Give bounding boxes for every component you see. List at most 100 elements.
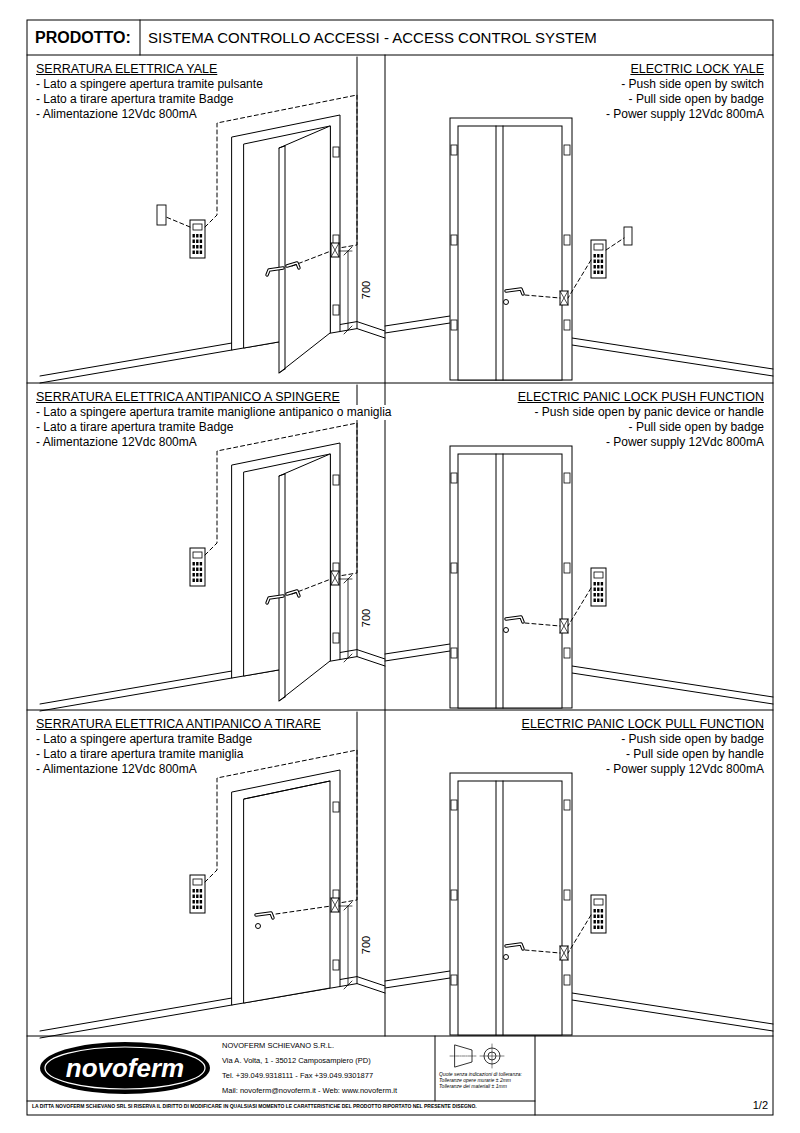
- door-frame: [450, 446, 572, 708]
- door-leaf-edge: [503, 454, 504, 708]
- door-leaf: [279, 454, 330, 701]
- handle-lever-inner: [506, 944, 523, 949]
- skirting-line: [340, 977, 385, 986]
- sheet-title: SISTEMA CONTROLLO ACCESSI - ACCESS CONTR…: [148, 29, 597, 47]
- electric-lock: [331, 898, 339, 912]
- cable-dashed: [525, 623, 560, 626]
- skirting-line: [40, 343, 232, 376]
- handle-lever-inner: [256, 913, 273, 918]
- keypad-key: [597, 265, 599, 269]
- keypad-key: [200, 240, 202, 244]
- handle-lever-inner: [506, 617, 523, 622]
- handle-lever-inner: [506, 289, 523, 294]
- keypad-key: [601, 588, 603, 592]
- lock-mark: [560, 946, 568, 960]
- panel-bullet: - Pull side open by badge: [628, 92, 765, 107]
- keypad-display: [193, 879, 202, 885]
- door-leaf-edge: [285, 146, 286, 369]
- keypad-key: [601, 909, 603, 913]
- floor-line: [340, 329, 385, 338]
- floor-line: [572, 1000, 773, 1031]
- logo-ellipse: [40, 1042, 210, 1094]
- text-panel: SERRATURA ELETTRICA ANTIPANICO A TIRARE-…: [35, 717, 322, 777]
- panel-bullet: - Lato a spingere apertura tramite pulsa…: [35, 77, 264, 92]
- electric-lock: [560, 619, 568, 633]
- hinge: [564, 975, 570, 985]
- handle-lever: [506, 617, 523, 622]
- keypad-key: [196, 568, 198, 572]
- door-leaf: [458, 781, 562, 1035]
- lock-mark: [331, 571, 339, 585]
- cable-dashed: [276, 906, 331, 914]
- label-holder: Via A. Volta, 1 - 35012 Camposampiero (P…: [222, 1056, 371, 1065]
- panel-bullet: - Pull side open by handle: [625, 747, 765, 762]
- keypad-key: [601, 926, 603, 930]
- keypad-key: [196, 245, 198, 249]
- keypad-key: [196, 906, 198, 910]
- keypad-key: [601, 920, 603, 924]
- electric-lock: [331, 243, 339, 257]
- lock-mark: [560, 291, 568, 305]
- panel-bullet: - Alimentazione 12Vdc 800mA: [35, 107, 198, 122]
- grid-line: [27, 710, 773, 711]
- lock-mark: [560, 619, 568, 633]
- footer-text: Quote senza indicazioni di tolleranza: T…: [439, 1071, 531, 1089]
- keypad-display: [594, 244, 603, 250]
- keypad-key: [200, 568, 202, 572]
- hinge: [451, 473, 457, 483]
- hinge: [333, 960, 339, 970]
- panel-bullet: - Push side open by badge: [620, 732, 765, 747]
- keypad-key: [594, 265, 596, 269]
- keypad-key: [601, 254, 603, 258]
- handle-lever-inner: [267, 268, 283, 275]
- footer-text: NOVOFERM SCHIEVANO S.R.L.: [222, 1041, 334, 1050]
- keypad-key: [594, 271, 596, 275]
- panel-heading: SERRATURA ELETTRICA YALE: [35, 62, 218, 77]
- dimension-value: 700: [360, 935, 373, 955]
- text-panel: ELECTRIC LOCK YALE- Push side open by sw…: [605, 62, 765, 122]
- cable-dashed: [205, 750, 357, 903]
- panel-bullet: - Lato a spingere apertura tramite Badge: [35, 732, 253, 747]
- keypad-key: [193, 889, 195, 893]
- keypad: [190, 875, 205, 913]
- label-holder: PRODOTTO:: [35, 28, 131, 48]
- label-holder: novoferm: [66, 1053, 184, 1084]
- keypad-key: [200, 562, 202, 566]
- hinge: [451, 235, 457, 245]
- keypad-key: [196, 895, 198, 899]
- panel-heading: ELECTRIC PANIC LOCK PUSH FUNCTION: [517, 390, 765, 405]
- lock-mark: [560, 619, 568, 633]
- skirting-line: [340, 650, 385, 659]
- keypad-key: [200, 906, 202, 910]
- keypad-key: [196, 251, 198, 255]
- floor-line: [40, 350, 232, 383]
- panel-bullet: - Power supply 12Vdc 800mA: [605, 435, 765, 450]
- keypad-display: [594, 572, 603, 578]
- keypad-key: [193, 906, 195, 910]
- skirting-line: [340, 322, 385, 331]
- door-leaf-edge: [496, 126, 497, 380]
- dimension-value: 700: [360, 280, 373, 300]
- door-leaf-edge: [496, 781, 497, 1035]
- text-panel: ELECTRIC PANIC LOCK PUSH FUNCTION- Push …: [517, 390, 765, 450]
- keypad-key: [597, 909, 599, 913]
- keypad-key: [594, 909, 596, 913]
- keypad-key: [200, 889, 202, 893]
- footer-text: LA DITTA NOVOFERM SCHIEVANO SRL SI RISER…: [32, 1103, 477, 1109]
- keypad-key: [594, 920, 596, 924]
- keypad-key: [193, 895, 195, 899]
- keypad-key: [594, 254, 596, 258]
- text-panel: SERRATURA ELETTRICA ANTIPANICO A SPINGER…: [35, 390, 393, 450]
- electric-lock: [331, 571, 339, 585]
- label-holder: Tel. +39.049.9318111 - Fax +39.049.93018…: [222, 1071, 373, 1080]
- dimension-line: [348, 251, 349, 330]
- hinge: [451, 800, 457, 810]
- keypad-key: [200, 234, 202, 238]
- keypad-key: [193, 245, 195, 249]
- keypad: [190, 548, 205, 586]
- logo-text: novoferm: [66, 1053, 184, 1084]
- keypad-key: [597, 599, 599, 603]
- skirting-line: [40, 998, 232, 1031]
- hinge: [451, 975, 457, 985]
- door-leaf-edge: [279, 369, 285, 373]
